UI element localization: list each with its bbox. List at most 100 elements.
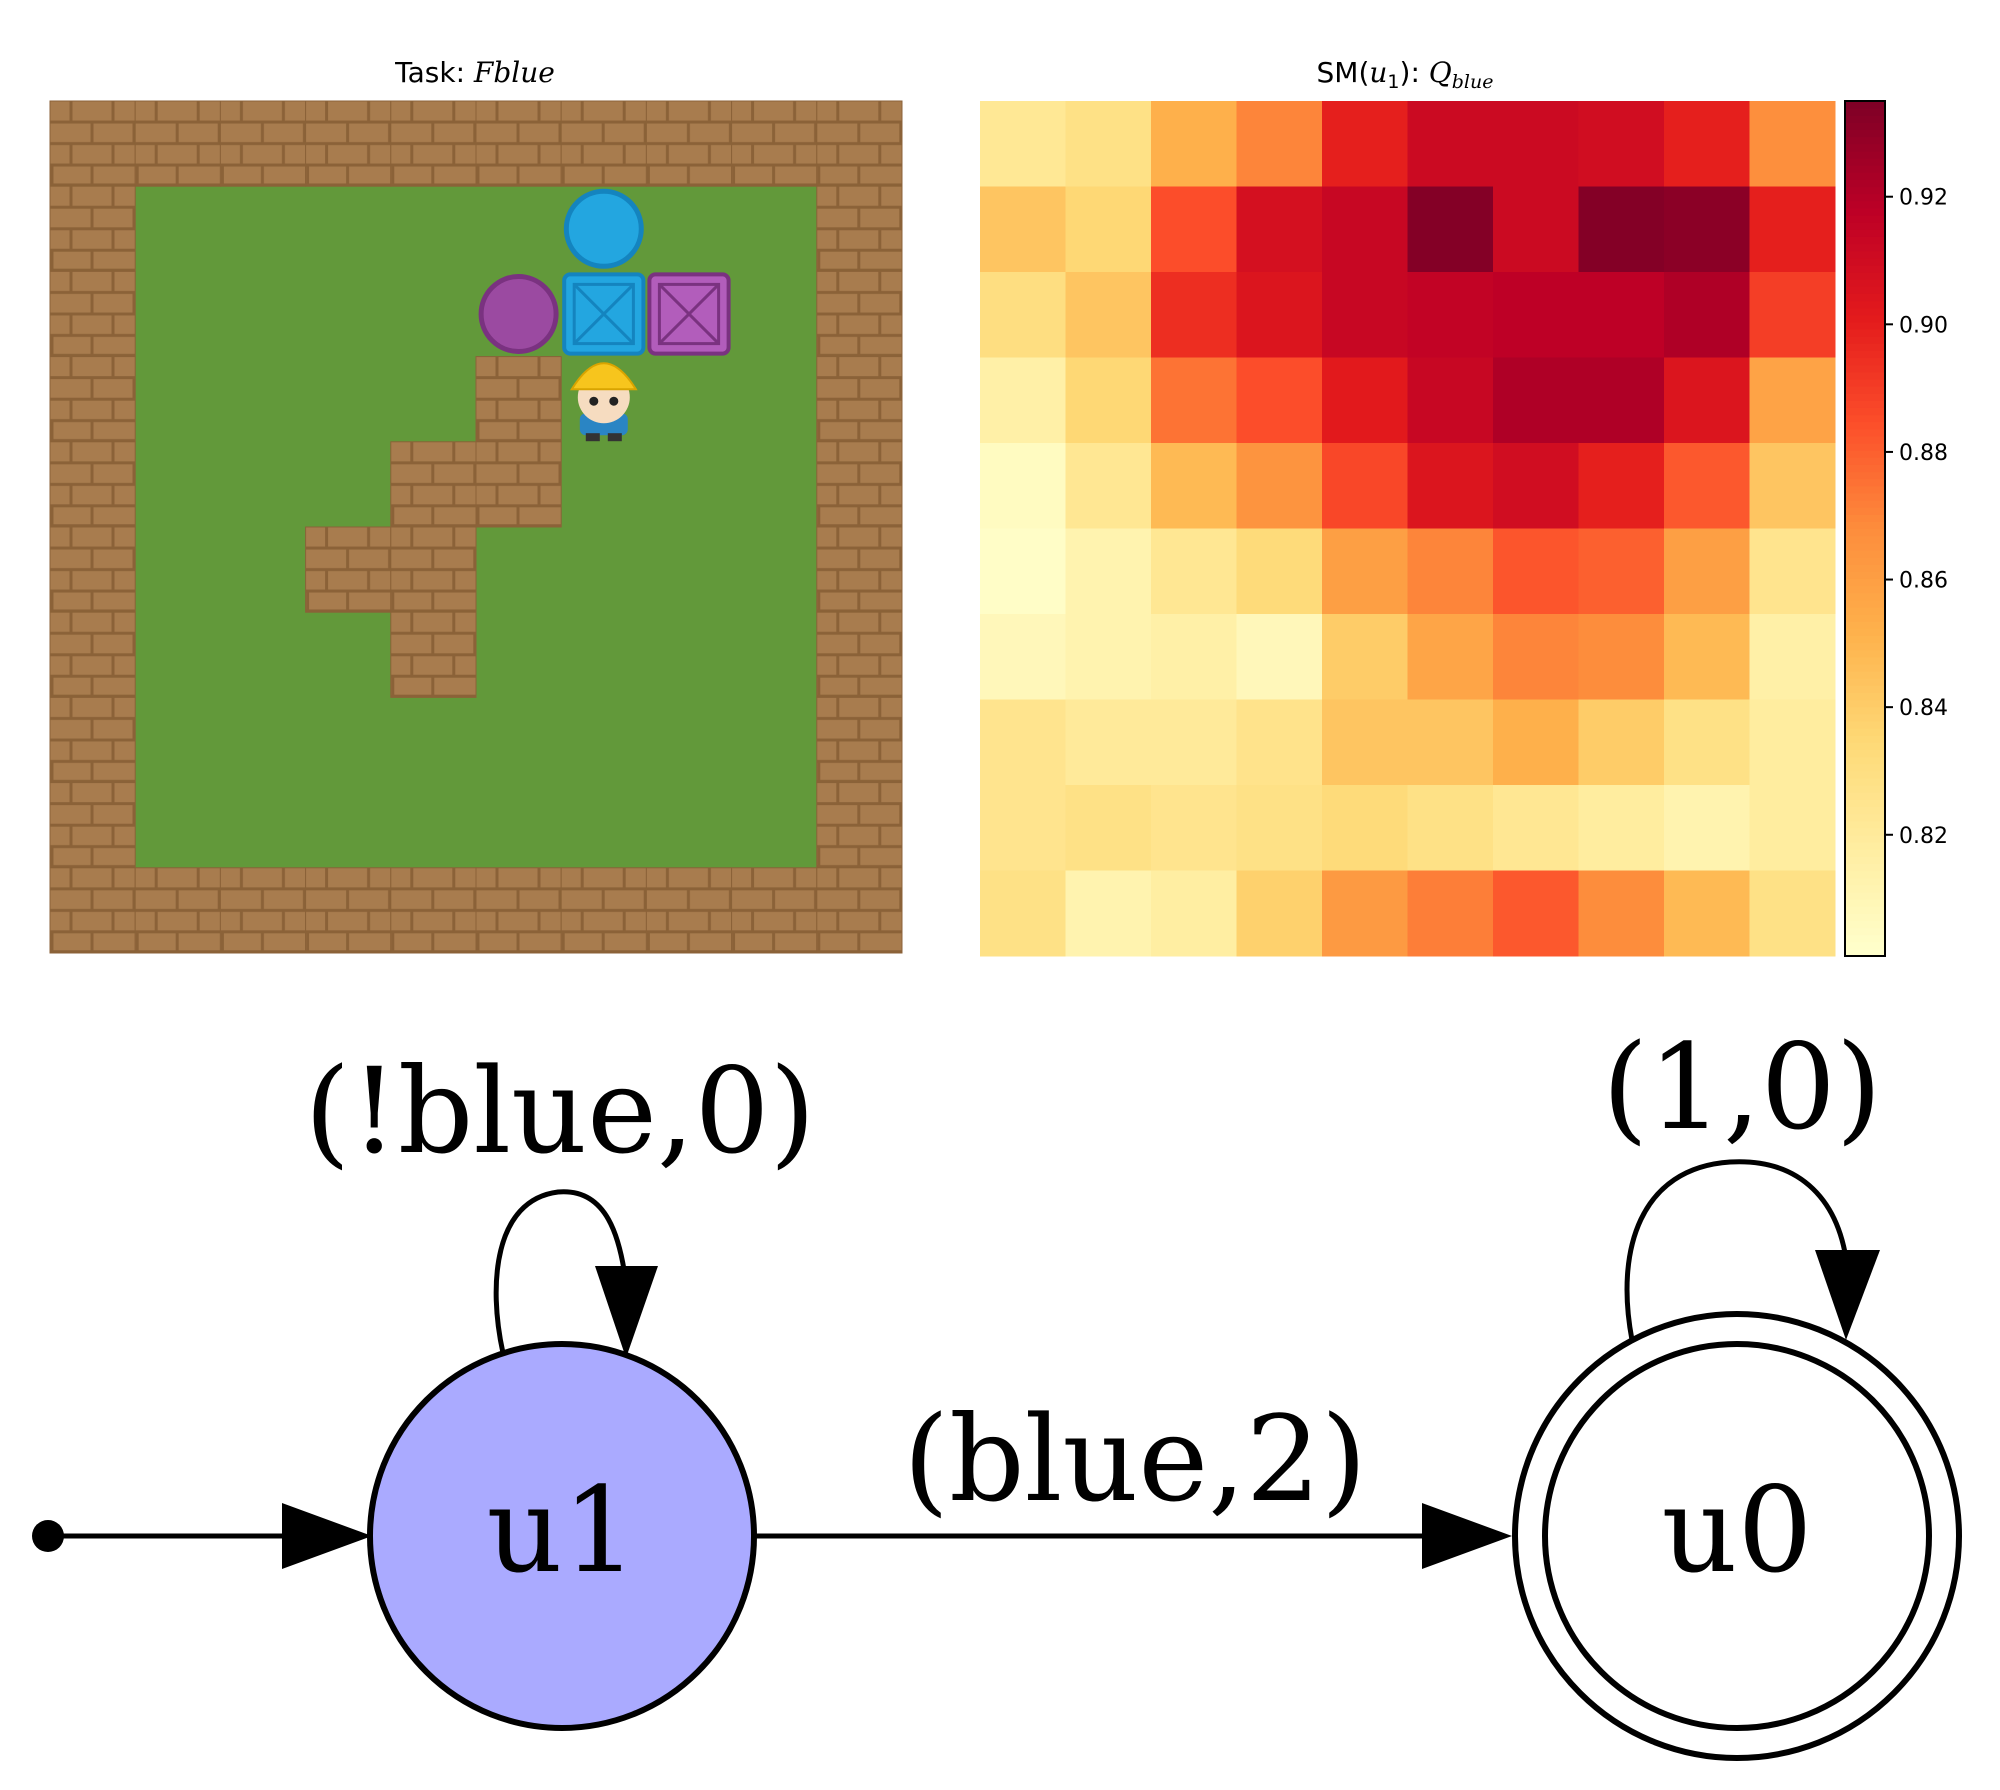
colorbar-segment (1845, 592, 1885, 601)
heatmap-cell (980, 357, 1066, 444)
colorbar-segment (1845, 464, 1885, 473)
heatmap-cell (1493, 614, 1579, 700)
heatmap-cell (1749, 443, 1836, 529)
colorbar-segment (1845, 920, 1885, 929)
heatmap-cell (1151, 272, 1237, 358)
colorbar-segment (1845, 321, 1885, 330)
heatmap-cell (1578, 785, 1665, 871)
colorbar-segment (1845, 521, 1885, 530)
colorbar-segment (1845, 742, 1885, 750)
heatmap-cell (1407, 357, 1494, 444)
colorbar-segment (1845, 799, 1885, 807)
colorbar-segment (1845, 350, 1885, 359)
heatmap-title-sub-1: 1 (1387, 71, 1399, 93)
heatmap-cell (1322, 699, 1408, 786)
colorbar-segment (1845, 250, 1885, 259)
heatmap-cell (1578, 528, 1665, 615)
self-loop-u1-arrowhead (595, 1266, 658, 1358)
heatmap-title-sub-2: blue (1452, 71, 1494, 93)
colorbar-segment (1845, 535, 1885, 544)
wall-tile (390, 100, 477, 187)
heatmap-cell (1664, 186, 1750, 273)
wall-tile (475, 867, 562, 954)
heatmap-cell (1407, 614, 1494, 700)
heatmap-cell (1151, 186, 1237, 273)
colorbar-segment (1845, 735, 1885, 743)
wall-tile (731, 100, 818, 187)
colorbar-segment (1845, 378, 1885, 387)
heatmap-cell (1664, 614, 1750, 700)
automaton: u1 (!blue,0) (blue,2) u0 (1,0) (32, 1018, 1962, 1761)
colorbar-segment (1845, 806, 1885, 815)
colorbar-segment (1845, 243, 1885, 252)
heatmap-cell (1749, 186, 1836, 273)
colorbar-segment (1845, 443, 1885, 451)
colorbar-segment (1845, 300, 1885, 309)
wall-tile (219, 100, 307, 187)
wall-tile (816, 867, 903, 954)
colorbar-segment (1845, 407, 1885, 416)
heatmap-cell (1407, 272, 1494, 358)
colorbar-segment (1845, 179, 1885, 188)
wall-tile (645, 100, 733, 187)
colorbar-segment (1845, 813, 1885, 822)
wall-tile (49, 526, 136, 613)
colorbar-segment (1845, 642, 1885, 651)
colorbar-segment (1845, 136, 1885, 145)
colorbar-segment (1845, 756, 1885, 765)
colorbar-segment (1845, 507, 1885, 515)
heatmap-cell (980, 101, 1066, 187)
wall-tile (390, 441, 477, 528)
colorbar-tick-label: 0.86 (1899, 569, 1948, 594)
blue-circle (563, 188, 644, 269)
heatmap-cell (1065, 186, 1152, 273)
heatmap-cell (1151, 528, 1237, 615)
heatmap-cell (1664, 443, 1750, 529)
colorbar-segment (1845, 435, 1885, 444)
colorbar-segment (1845, 457, 1885, 465)
colorbar-segment (1845, 906, 1885, 914)
colorbar-segment (1845, 628, 1885, 636)
purple-box (647, 272, 731, 356)
heatmap-cell (1664, 785, 1750, 871)
colorbar-segment (1845, 471, 1885, 480)
wall-tile (816, 270, 903, 358)
heatmap-cell (1065, 699, 1152, 786)
colorbar-segment (1845, 856, 1885, 864)
heatmap-cell (1065, 614, 1152, 700)
colorbar-segment (1845, 621, 1885, 629)
self-loop-u0-arrowhead (1815, 1250, 1880, 1340)
heatmap-cell (1664, 101, 1750, 187)
colorbar-segment (1845, 129, 1885, 138)
heatmap-cell (1578, 699, 1665, 786)
colorbar-tick-label: 0.84 (1899, 696, 1948, 721)
colorbar-segment (1845, 671, 1885, 679)
wall-tile (49, 611, 136, 698)
colorbar-segment (1845, 165, 1885, 173)
heatmap-cell (1493, 186, 1579, 273)
colorbar-segment (1845, 785, 1885, 793)
colorbar-segment (1845, 941, 1885, 950)
heatmap-cell (1151, 614, 1237, 700)
heatmap-cell (1322, 272, 1408, 358)
colorbar-segment (1845, 428, 1885, 437)
heatmap-title-prefix: SM( (1317, 56, 1370, 89)
heatmap-cell (1151, 870, 1237, 957)
heatmap-cell (1236, 785, 1323, 871)
heatmap-cell (1151, 101, 1237, 187)
heatmap-cell (980, 785, 1066, 871)
colorbar-segment (1845, 150, 1885, 159)
wall-tile (390, 867, 477, 954)
heatmap-cell (1407, 528, 1494, 615)
colorbar-segment (1845, 314, 1885, 323)
heatmap-cell (1749, 272, 1836, 358)
colorbar-segment (1845, 777, 1885, 786)
colorbar-segment (1845, 749, 1885, 758)
node-u0-label: u0 (1661, 1461, 1812, 1599)
colorbar-segment (1845, 364, 1885, 373)
colorbar-segment (1845, 207, 1885, 216)
edge-label-true: (1,0) (1602, 1018, 1882, 1156)
wall-tile (49, 356, 136, 443)
task-title-math: Fblue (473, 56, 555, 89)
heatmap-cell (1322, 614, 1408, 700)
